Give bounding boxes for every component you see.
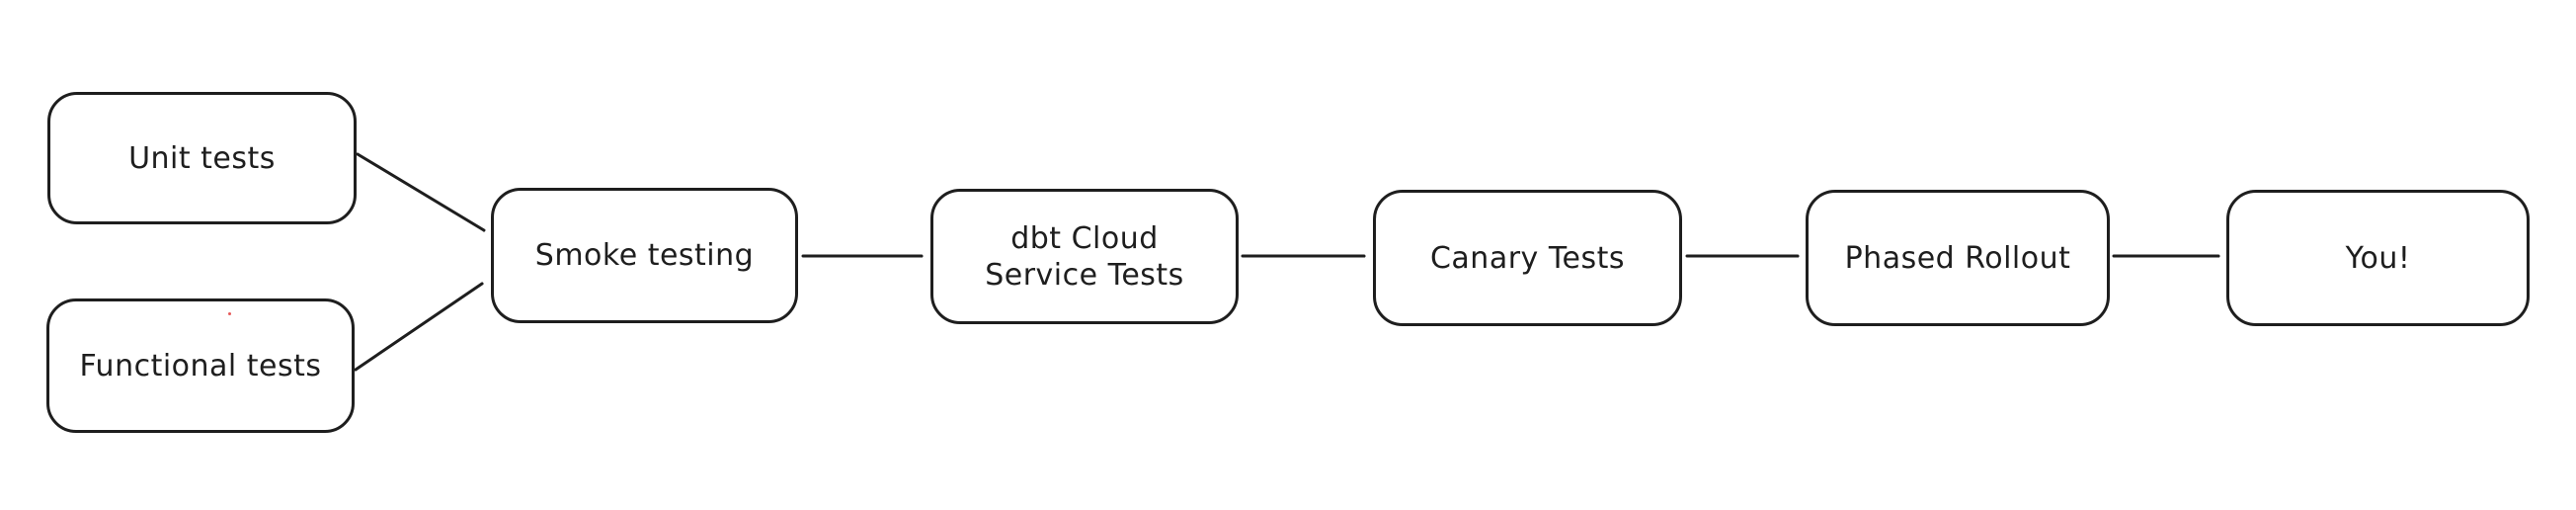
node-smoke-testing: Smoke testing — [491, 188, 798, 323]
node-unit-tests: Unit tests — [47, 92, 357, 224]
node-phased-rollout: Phased Rollout — [1806, 190, 2110, 326]
node-canary-tests: Canary Tests — [1373, 190, 1682, 326]
node-you: You! — [2226, 190, 2530, 326]
node-functional-tests: Functional tests — [46, 298, 355, 433]
node-you-label: You! — [2345, 240, 2411, 276]
arrow-unit-tests-to-smoke-testing — [356, 152, 486, 232]
arrow-functional-tests-to-smoke-testing — [354, 282, 484, 372]
node-canary-tests-label: Canary Tests — [1429, 240, 1626, 276]
node-phased-rollout-label: Phased Rollout — [1844, 240, 2071, 276]
node-unit-tests-label: Unit tests — [128, 140, 276, 176]
node-dbt-cloud-service-tests-label-line-2: Service Tests — [985, 257, 1184, 293]
node-dbt-cloud-service-tests: dbt Cloud Service Tests — [930, 189, 1239, 324]
node-smoke-testing-label: Smoke testing — [534, 238, 755, 273]
node-functional-tests-label: Functional tests — [79, 348, 322, 383]
stray-red-dot — [228, 312, 231, 315]
node-dbt-cloud-service-tests-label-line-1: dbt Cloud — [1010, 220, 1159, 256]
